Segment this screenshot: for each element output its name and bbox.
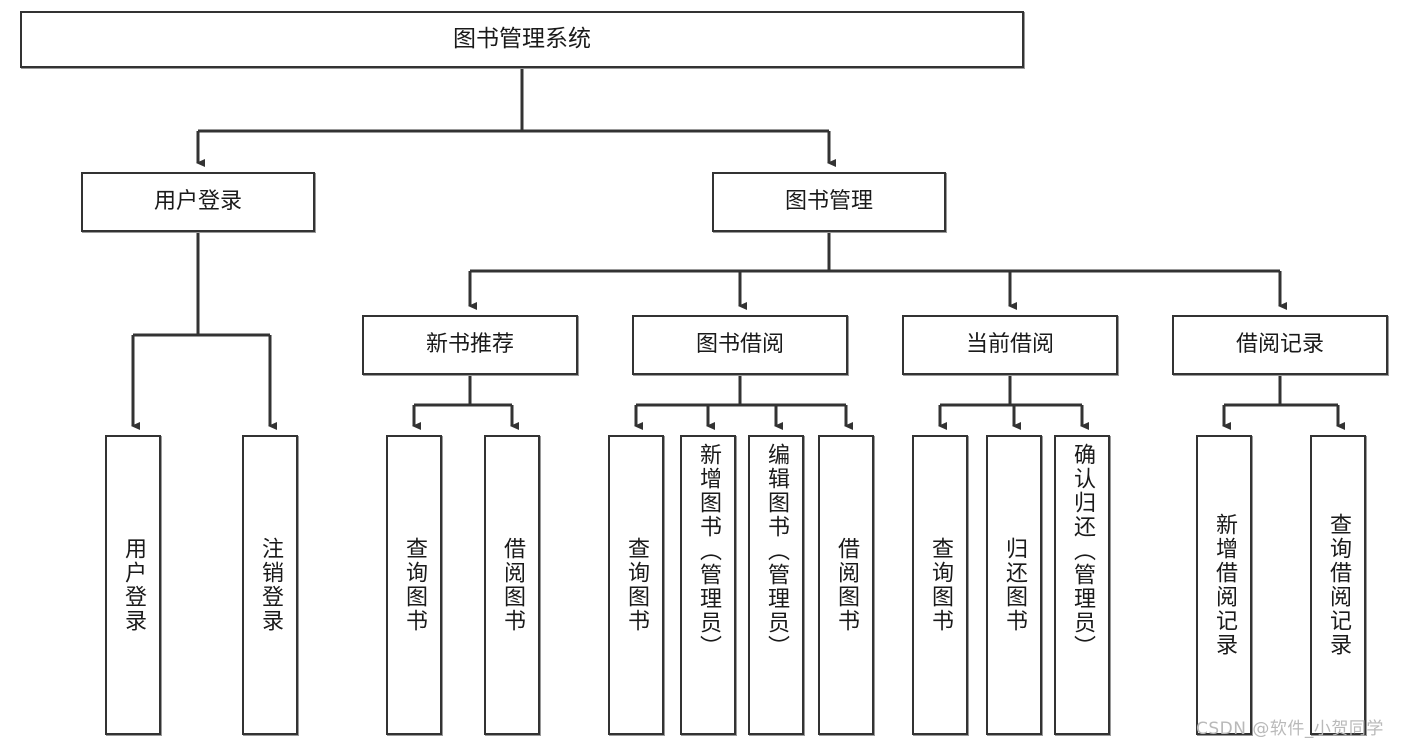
node-leaf-add-book[interactable]: 新增图书（管理员）: [680, 435, 736, 735]
node-leaf-borrow-book-2[interactable]: 借阅图书: [818, 435, 874, 735]
node-leaf-query-book-3-label: 查询图书: [928, 537, 953, 633]
node-leaf-borrow-book-2-label: 借阅图书: [834, 537, 859, 633]
node-leaf-query-book-1[interactable]: 查询图书: [386, 435, 442, 735]
node-leaf-query-record[interactable]: 查询借阅记录: [1310, 435, 1366, 735]
node-borrow-record[interactable]: 借阅记录: [1172, 315, 1388, 375]
node-current-borrow[interactable]: 当前借阅: [902, 315, 1118, 375]
node-root-label: 图书管理系统: [453, 26, 591, 53]
node-book-manage-label: 图书管理: [784, 188, 873, 214]
node-current-borrow-label: 当前借阅: [965, 331, 1054, 357]
node-leaf-query-book-2-label: 查询图书: [624, 537, 649, 633]
node-leaf-confirm-return-label: 确认归还（管理员）: [1070, 443, 1095, 659]
node-leaf-query-book-1-label: 查询图书: [402, 537, 427, 633]
node-leaf-add-record[interactable]: 新增借阅记录: [1196, 435, 1252, 735]
node-user-login[interactable]: 用户登录: [81, 172, 315, 232]
node-leaf-user-login-label: 用户登录: [121, 537, 146, 633]
node-leaf-user-logout[interactable]: 注销登录: [242, 435, 298, 735]
node-leaf-query-book-3[interactable]: 查询图书: [912, 435, 968, 735]
node-leaf-user-logout-label: 注销登录: [258, 537, 283, 633]
node-leaf-return-book[interactable]: 归还图书: [986, 435, 1042, 735]
node-leaf-edit-book-label: 编辑图书（管理员）: [764, 443, 789, 659]
node-root[interactable]: 图书管理系统: [20, 11, 1024, 68]
node-new-book-recommend-label: 新书推荐: [425, 331, 514, 357]
node-user-login-label: 用户登录: [153, 188, 242, 214]
node-leaf-return-book-label: 归还图书: [1002, 537, 1027, 633]
node-book-borrow-label: 图书借阅: [695, 331, 784, 357]
node-leaf-confirm-return[interactable]: 确认归还（管理员）: [1054, 435, 1110, 735]
node-book-manage[interactable]: 图书管理: [712, 172, 946, 232]
node-leaf-user-login[interactable]: 用户登录: [105, 435, 161, 735]
node-book-borrow[interactable]: 图书借阅: [632, 315, 848, 375]
node-leaf-query-book-2[interactable]: 查询图书: [608, 435, 664, 735]
node-leaf-edit-book[interactable]: 编辑图书（管理员）: [748, 435, 804, 735]
node-leaf-add-book-label: 新增图书（管理员）: [696, 443, 721, 659]
node-new-book-recommend[interactable]: 新书推荐: [362, 315, 578, 375]
node-leaf-add-record-label: 新增借阅记录: [1212, 513, 1237, 657]
node-leaf-borrow-book-1-label: 借阅图书: [500, 537, 525, 633]
node-leaf-query-record-label: 查询借阅记录: [1326, 513, 1351, 657]
node-leaf-borrow-book-1[interactable]: 借阅图书: [484, 435, 540, 735]
node-borrow-record-label: 借阅记录: [1235, 331, 1324, 357]
